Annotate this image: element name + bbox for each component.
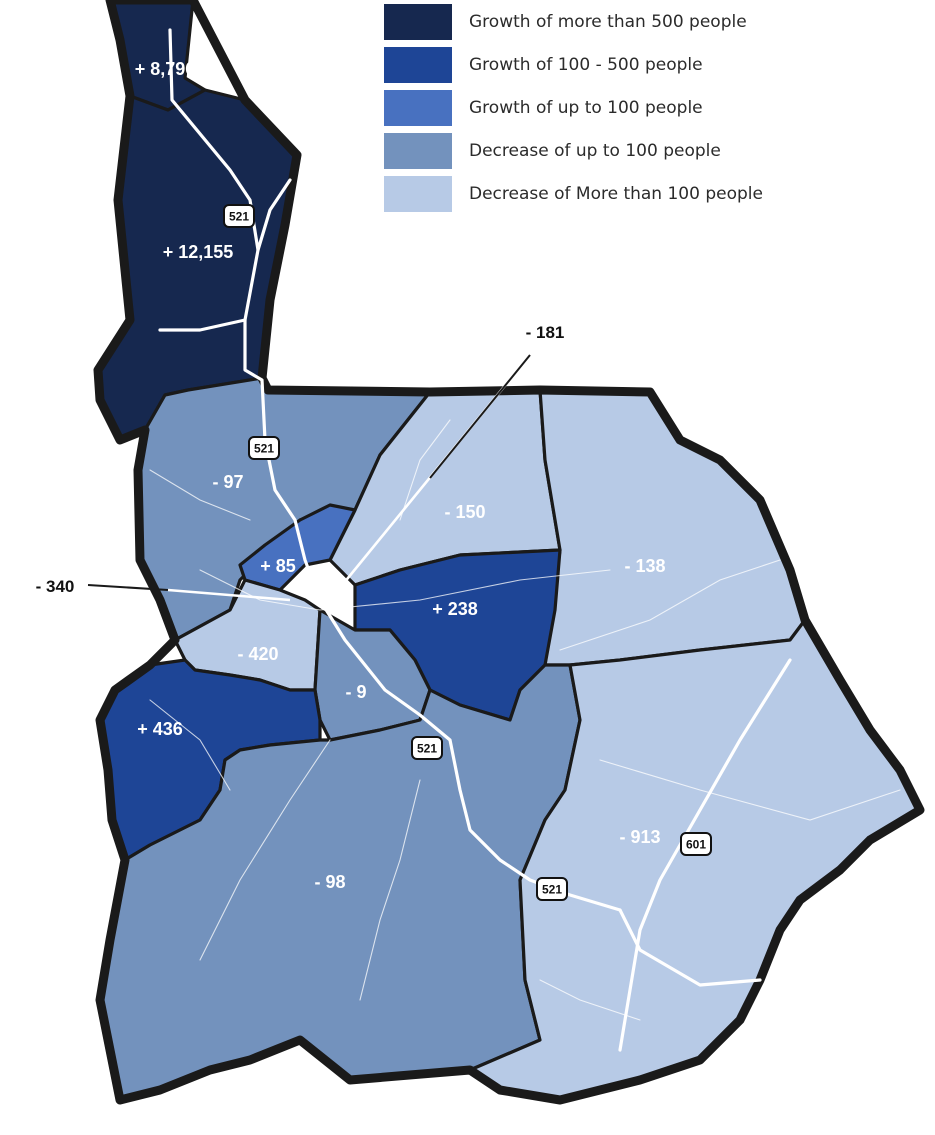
route-shield-label: 521 [542, 883, 562, 897]
route-shield-label: 521 [229, 210, 249, 224]
legend-label: Decrease of More than 100 people [469, 183, 763, 204]
route-shield: 521 [411, 736, 443, 760]
legend-swatch [384, 46, 452, 83]
route-shield: 521 [223, 204, 255, 228]
region-label: - 150 [444, 502, 485, 522]
legend-label: Decrease of up to 100 people [469, 140, 721, 161]
route-shield: 521 [536, 877, 568, 901]
region-label: + 85 [260, 556, 296, 576]
leader-line [87, 584, 169, 591]
legend-label: Growth of 100 - 500 people [469, 54, 703, 75]
route-shield-label: 521 [417, 742, 437, 756]
legend-item: Growth of 100 - 500 people [384, 43, 854, 86]
region-center-small [238, 503, 357, 592]
legend-label: Growth of more than 500 people [469, 11, 747, 32]
legend-item: Growth of up to 100 people [384, 86, 854, 129]
route-shield: 521 [248, 436, 280, 460]
legend-item: Decrease of More than 100 people [384, 172, 854, 215]
region-label: - 9 [345, 682, 366, 702]
county-border [93, 0, 925, 1105]
legend-label: Growth of up to 100 people [469, 97, 703, 118]
region-label: + 238 [432, 599, 478, 619]
region-label: + 12,155 [163, 242, 234, 262]
route-shield-box [411, 736, 443, 760]
legend-swatch [384, 132, 452, 169]
region-label: - 98 [314, 872, 345, 892]
region-label: - 420 [237, 644, 278, 664]
route-shield-label: 601 [686, 838, 706, 852]
route-shield-box [223, 204, 255, 228]
route-shield-box [536, 877, 568, 901]
legend-item: Growth of more than 500 people [384, 0, 854, 43]
route-shield-box [248, 436, 280, 460]
legend: Growth of more than 500 people Growth of… [384, 0, 854, 215]
route-shield-box [680, 832, 712, 856]
region-label: + 436 [137, 719, 183, 739]
callout-label: - 340 [36, 577, 75, 596]
region-label: - 97 [212, 472, 243, 492]
region-label: + 8,796 [135, 59, 196, 79]
legend-item: Decrease of up to 100 people [384, 129, 854, 172]
legend-swatch [384, 89, 452, 126]
leader-line [429, 354, 531, 479]
legend-swatch [384, 3, 452, 40]
region-label: - 138 [624, 556, 665, 576]
region-label: - 913 [619, 827, 660, 847]
road-network [149, 28, 901, 1052]
leader-line [167, 588, 291, 602]
legend-swatch [384, 175, 452, 212]
callout-label: - 181 [526, 323, 565, 342]
route-shield: 601 [680, 832, 712, 856]
route-shield-label: 521 [254, 442, 274, 456]
